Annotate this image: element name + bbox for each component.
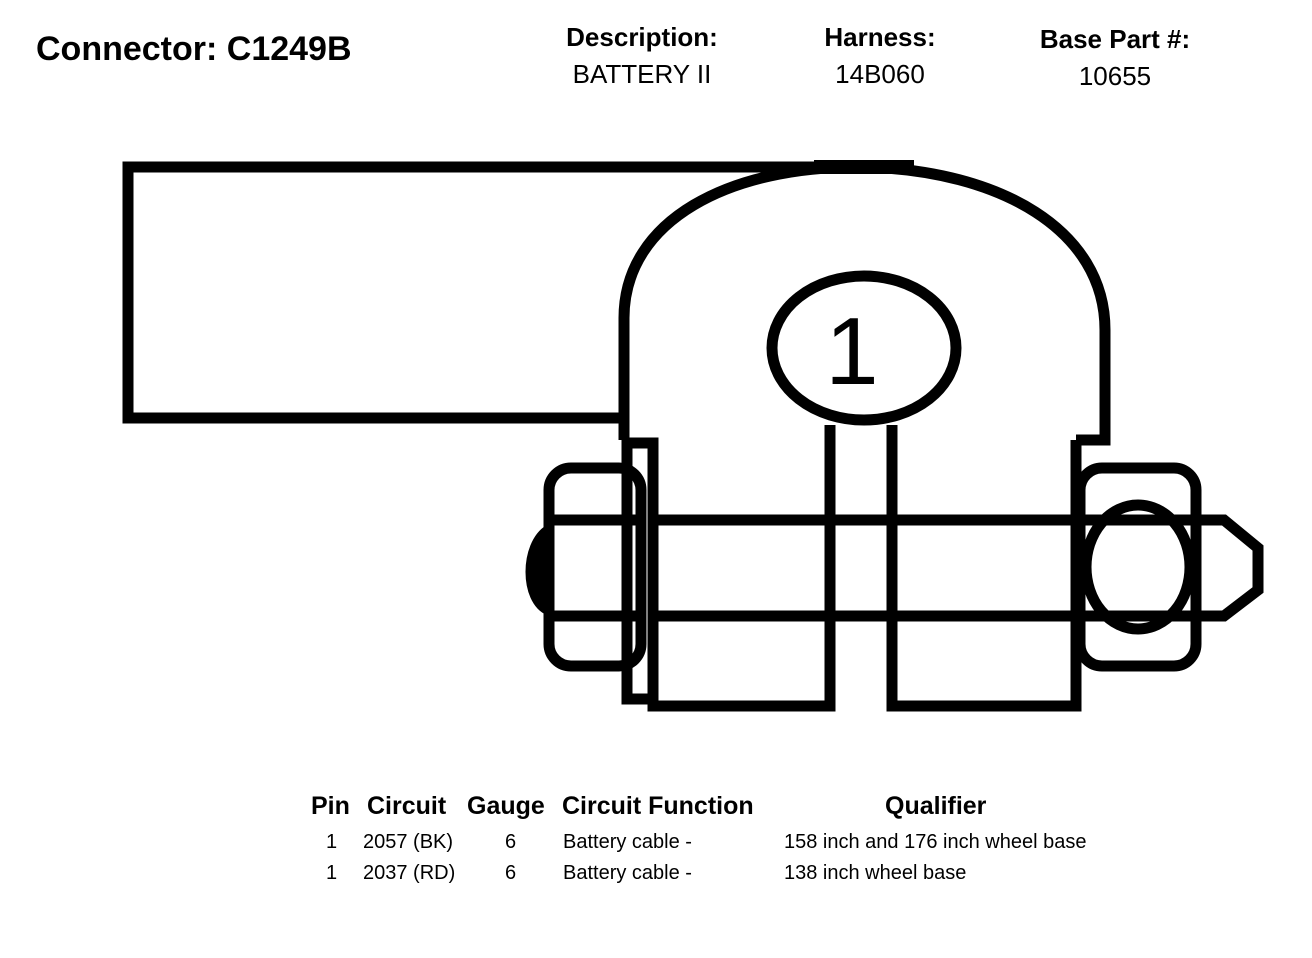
- cell-circuit: 2037 (RD): [363, 862, 456, 884]
- base-part-value: 10655: [1078, 61, 1152, 91]
- harness-label: Harness:: [824, 22, 936, 52]
- description-block: Description: BATTERY II: [522, 22, 762, 90]
- description-value: BATTERY II: [572, 59, 712, 89]
- col-header-function: Circuit Function: [562, 792, 754, 820]
- bolt-head: [525, 525, 553, 616]
- harness-block: Harness: 14B060: [760, 22, 1000, 90]
- cell-pin: 1: [326, 831, 338, 853]
- clamp-left: [647, 425, 836, 712]
- harness-value: 14B060: [835, 59, 925, 89]
- cable-body: [122, 161, 864, 424]
- right-nut: [1074, 462, 1202, 672]
- cell-function: Battery cable -: [563, 831, 692, 853]
- bolt-tip: [1196, 514, 1264, 622]
- pin-number-label: 1: [825, 298, 878, 405]
- cell-function: Battery cable -: [563, 862, 692, 884]
- cell-qualifier: 158 inch and 176 inch wheel base: [784, 831, 1087, 853]
- clamp-right: [886, 425, 1082, 712]
- connector-title: Connector: C1249B: [36, 30, 352, 68]
- col-header-pin: Pin: [311, 792, 350, 820]
- right-nut-face: [1080, 499, 1196, 635]
- bolt-shaft: [653, 514, 1224, 622]
- col-header-gauge: Gauge: [467, 792, 545, 820]
- cell-circuit: 2057 (BK): [363, 831, 454, 853]
- cell-gauge: 6: [505, 831, 517, 853]
- col-header-circuit: Circuit: [367, 792, 447, 820]
- pin-circle: [766, 270, 962, 426]
- base-part-block: Base Part #: 10655: [995, 24, 1235, 92]
- cell-gauge: 6: [505, 862, 517, 884]
- col-header-qualifier: Qualifier: [885, 792, 987, 820]
- cell-pin: 1: [326, 862, 338, 884]
- base-part-label: Base Part #:: [1039, 24, 1191, 54]
- cell-qualifier: 138 inch wheel base: [784, 862, 967, 884]
- description-label: Description:: [566, 22, 718, 52]
